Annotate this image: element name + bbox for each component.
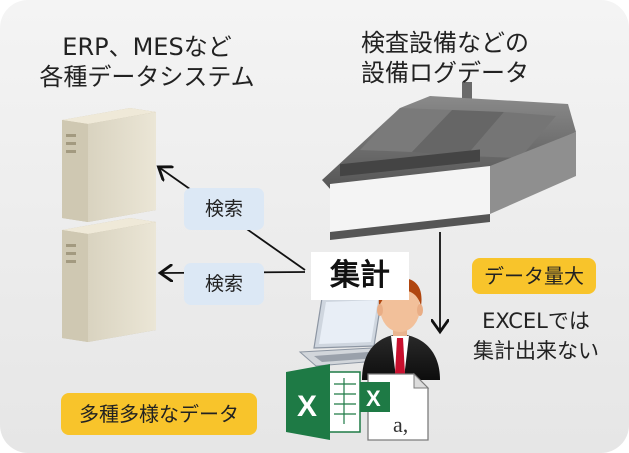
left-title-line1: ERP、MESなど xyxy=(62,33,232,61)
right-title-line2: 設備ログデータ xyxy=(361,59,529,87)
excel-note-line1: EXCELでは xyxy=(482,309,590,333)
search-label-2: 検索 xyxy=(184,263,264,305)
factory-icon xyxy=(322,82,576,240)
data-volume-tag: データ量大 xyxy=(472,258,596,294)
svg-text:a,: a, xyxy=(393,412,408,437)
aggregate-label: 集計 xyxy=(311,252,409,300)
excel-note-line2: 集計出来ない xyxy=(473,339,599,364)
left-title-line2: 各種データシステム xyxy=(39,63,255,91)
variety-tag: 多種多様なデータ xyxy=(61,393,257,435)
right-title: 検査設備などの 設備ログデータ xyxy=(330,28,560,88)
search-label-1: 検索 xyxy=(184,188,264,230)
svg-text:X: X xyxy=(366,386,381,411)
excel-note: EXCELでは 集計出来ない xyxy=(452,306,620,367)
left-title: ERP、MESなど 各種データシステム xyxy=(22,32,272,92)
excel-doc-icon: X a, xyxy=(360,372,430,441)
right-title-line1: 検査設備などの xyxy=(361,29,529,57)
svg-text:X: X xyxy=(297,390,317,423)
excel-icon: X xyxy=(286,364,361,440)
laptop-icon xyxy=(298,295,392,367)
server-icon xyxy=(62,108,156,222)
server-icon xyxy=(62,218,156,342)
